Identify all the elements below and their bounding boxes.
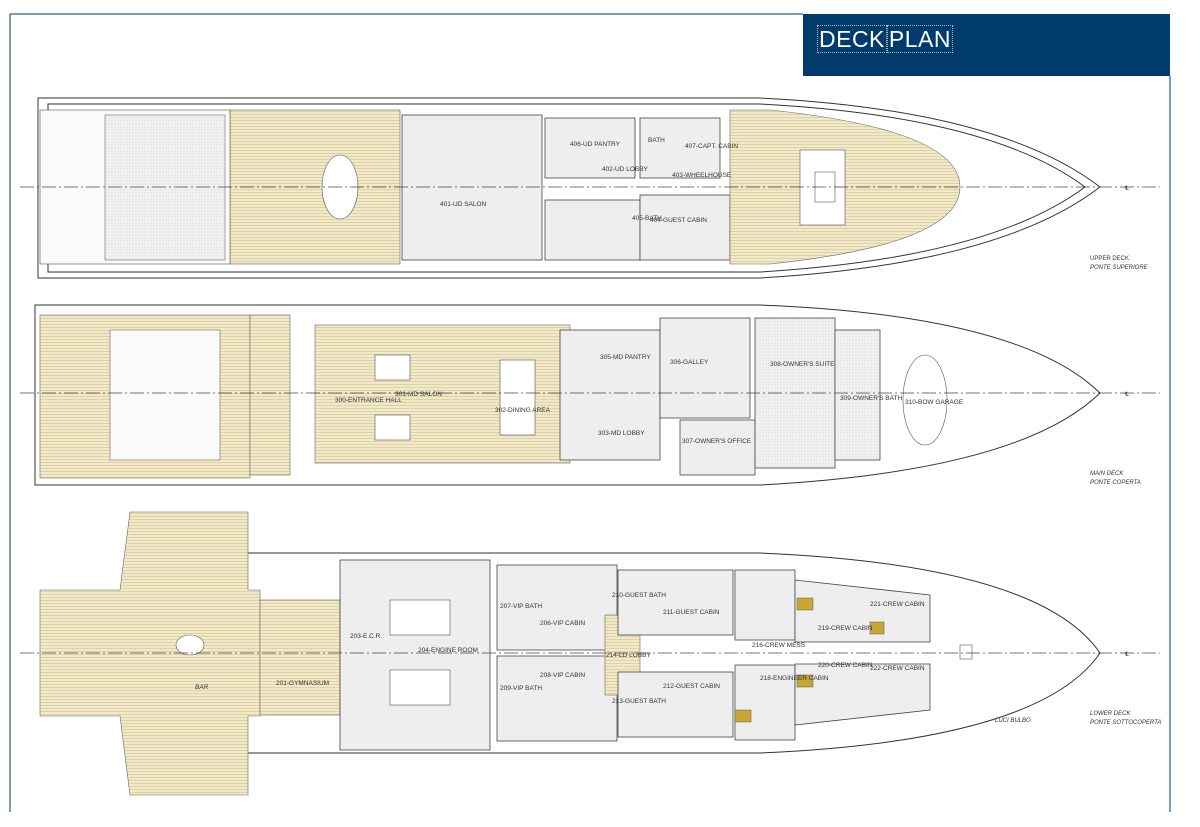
room-label: 220-CREW CABIN (818, 662, 873, 669)
room-label: 404-GUEST CABIN (650, 217, 707, 224)
room-label: 208-VIP CABIN (540, 672, 585, 679)
deck-name: MAIN DECK (1090, 471, 1124, 477)
room-label: 301-MD SALON (395, 391, 442, 398)
room-label: 221-CREW CABIN (870, 601, 925, 608)
room-label: 309-OWNER'S BATH (840, 395, 902, 402)
main-deck-plan: ℄ 300-ENTRANCE HALL 301-MD SALON 302-DIN… (20, 304, 1160, 486)
room-label: 406-UD PANTRY (570, 141, 621, 148)
room-label: 213-GUEST BATH (612, 698, 666, 705)
room-label: 218-ENGINEER CABIN (760, 675, 829, 682)
room-label: 307-OWNER'S OFFICE (682, 438, 752, 445)
room-label: 401-UD SALON (440, 201, 487, 208)
room-label: 212-GUEST CABIN (663, 683, 720, 690)
room-label: 407-CAPT. CABIN (685, 143, 738, 150)
deck-name-italian: PONTE SOTTOCOPERTA (1090, 720, 1161, 726)
centerline-symbol: ℄ (1124, 392, 1129, 398)
room-label: 305-MD PANTRY (600, 354, 651, 361)
room-label: 206-VIP CABIN (540, 620, 585, 627)
centerline-symbol: ℄ (1124, 186, 1129, 192)
room-label: 210-GUEST BATH (612, 592, 666, 599)
lower-deck-plan: ℄ BAR 201-GYMNASIUM 203-E.C.R. 204-ENGIN… (20, 511, 1161, 796)
room-label: BATH (648, 137, 665, 144)
room-label: 403-WHEELHOUSE (672, 172, 732, 179)
room-label: 302-DINING AREA (495, 407, 551, 414)
title-word-deck: DECK (817, 25, 887, 53)
room-label: 207-VIP BATH (500, 603, 542, 610)
room-label: 222-CREW CABIN (870, 665, 925, 672)
room-label: 203-E.C.R. (350, 633, 382, 640)
room-label: 306-GALLEY (670, 359, 709, 366)
room-label: 209-VIP BATH (500, 685, 542, 692)
room-label: 211-GUEST CABIN (663, 609, 720, 616)
room-label: 300-ENTRANCE HALL (335, 397, 402, 404)
deck-name: LOWER DECK (1090, 711, 1131, 717)
room-label: 216-CREW MESS (752, 642, 806, 649)
title-word-plan: PLAN (886, 25, 953, 53)
deck-name: UPPER DECK (1090, 256, 1129, 262)
room-label: 303-MD LOBBY (598, 430, 645, 437)
room-label: 214-LD LOBBY (606, 652, 651, 659)
deck-name-italian: PONTE SUPERIORE (1090, 265, 1149, 271)
room-label: 201-GYMNASIUM (276, 680, 329, 687)
room-label: 405-BATH (632, 215, 662, 222)
deck-name-italian: PONTE COPERTA (1090, 480, 1141, 486)
room-label: 308-OWNER'S SUITE (770, 361, 835, 368)
upper-deck-plan: ℄ 401-UD SALON 402-UD LOBBY 403-WHEELHOU… (20, 97, 1160, 279)
centerline-symbol: ℄ (1124, 652, 1129, 658)
room-label: 204-ENGINE ROOM (418, 647, 478, 654)
room-label: 310-BOW GARAGE (905, 399, 964, 406)
room-label: 219-CREW CABIN (818, 625, 873, 632)
room-label: BAR (195, 684, 209, 691)
bulb-lights-note: LUCI BULBO (995, 718, 1031, 724)
room-label: 402-UD LOBBY (602, 166, 649, 173)
